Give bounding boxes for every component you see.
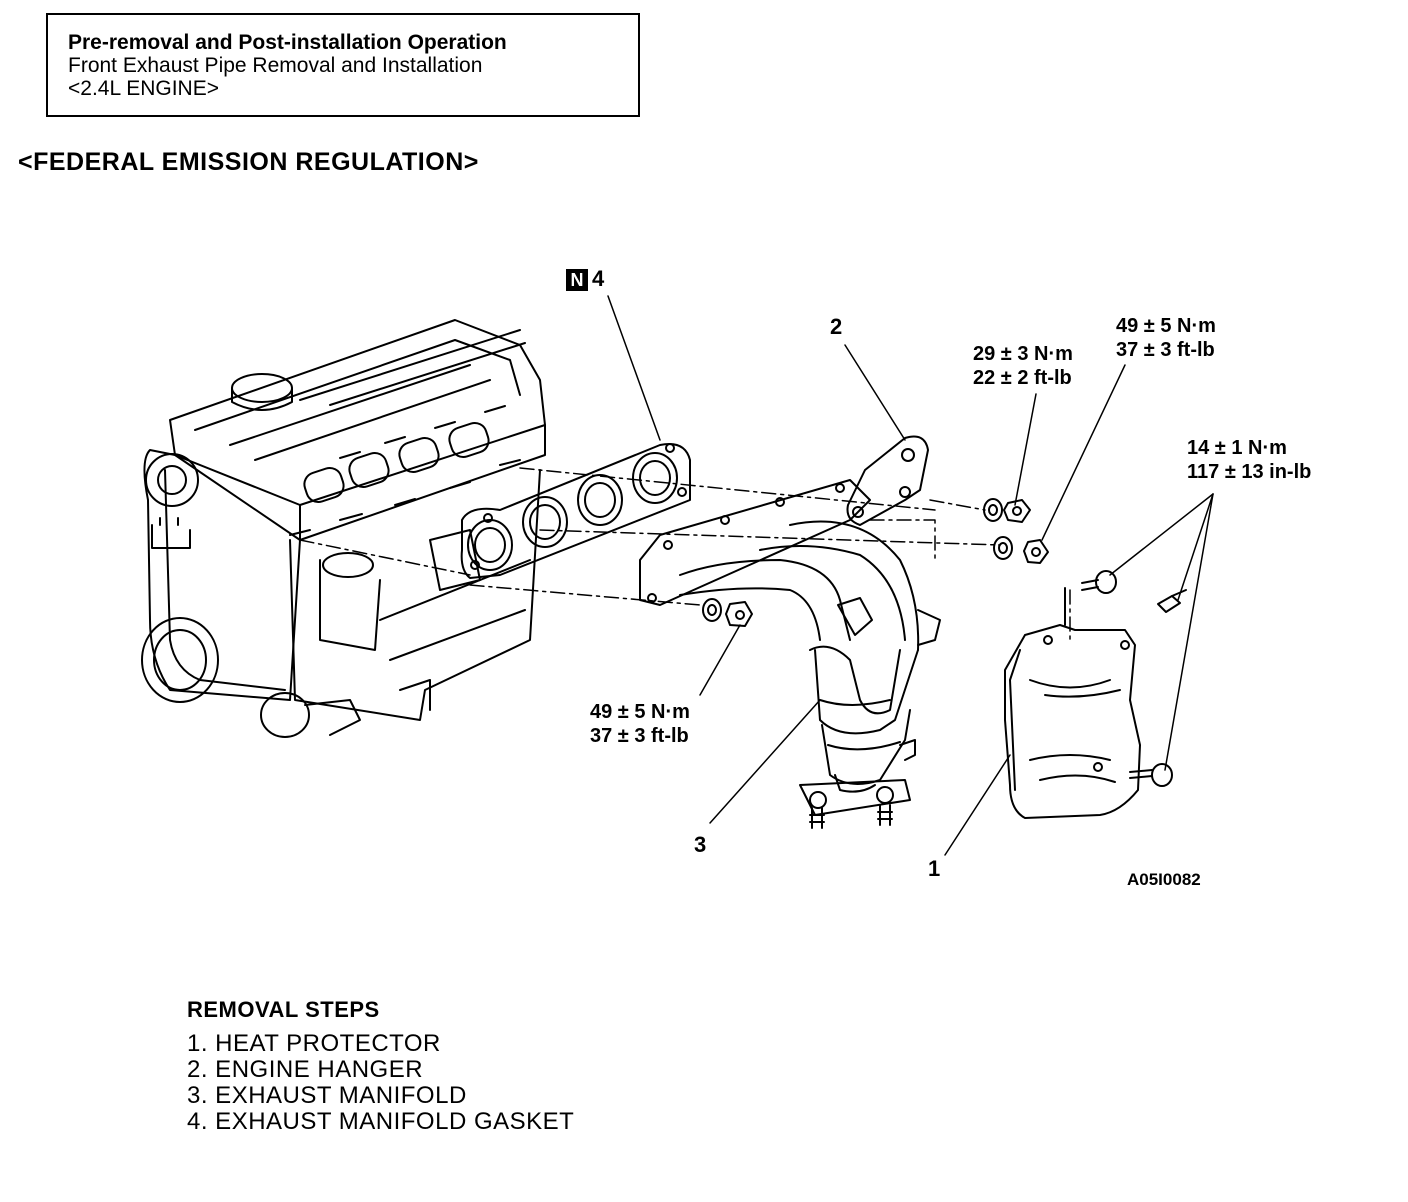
torque-imperial: 117 ± 13 in-lb (1187, 461, 1312, 483)
engine-label: <2.4L ENGINE> (68, 77, 219, 100)
figure-id: A05I0082 (1127, 870, 1201, 889)
torque-metric: 49 ± 5 N·m (1116, 315, 1216, 337)
engine-block-illustration (141, 319, 546, 738)
engine-hanger-illustration (846, 435, 929, 526)
operation-header-box: Pre-removal and Post-installation Operat… (46, 13, 640, 117)
callout-2: 2 (830, 314, 843, 339)
callout-1: 1 (928, 856, 941, 881)
removal-steps: REMOVAL STEPS 1. HEAT PROTECTOR 2. ENGIN… (187, 997, 574, 1135)
alignment-lines (299, 467, 1071, 641)
torque-imperial: 37 ± 3 ft-lb (1116, 339, 1215, 361)
leader-lines (607, 295, 1214, 856)
callout-4-number: 4 (592, 266, 605, 291)
torque-lower-nut: 49 ± 5 N·m 37 ± 3 ft-lb (590, 700, 690, 748)
exhaust-manifold-illustration (639, 479, 941, 829)
removal-steps-title: REMOVAL STEPS (187, 997, 380, 1022)
torque-imperial: 37 ± 3 ft-lb (590, 725, 689, 747)
removal-step: 4. EXHAUST MANIFOLD GASKET (187, 1108, 575, 1135)
operation-subtitle: Front Exhaust Pipe Removal and Installat… (68, 54, 483, 77)
torque-metric: 14 ± 1 N·m (1187, 437, 1287, 459)
heat-protector-illustration (1004, 587, 1141, 819)
torque-imperial: 22 ± 2 ft-lb (973, 367, 1072, 389)
fasteners-illustration (702, 498, 1187, 787)
operation-title: Pre-removal and Post-installation Operat… (68, 31, 507, 54)
torque-upper-nut: 49 ± 5 N·m 37 ± 3 ft-lb (1116, 314, 1216, 362)
new-part-badge: N (566, 269, 588, 292)
manifold-gasket-illustration (460, 443, 691, 579)
torque-metric: 49 ± 5 N·m (590, 701, 690, 723)
section-title: <FEDERAL EMISSION REGULATION> (18, 148, 479, 176)
torque-metric: 29 ± 3 N·m (973, 343, 1073, 365)
torque-heat-protector-bolts: 14 ± 1 N·m 117 ± 13 in-lb (1187, 436, 1311, 484)
removal-step: 3. EXHAUST MANIFOLD (187, 1082, 467, 1109)
removal-step: 2. ENGINE HANGER (187, 1056, 424, 1083)
callout-3: 3 (694, 832, 707, 857)
removal-step: 1. HEAT PROTECTOR (187, 1030, 441, 1057)
torque-hanger-nut: 29 ± 3 N·m 22 ± 2 ft-lb (973, 342, 1073, 390)
